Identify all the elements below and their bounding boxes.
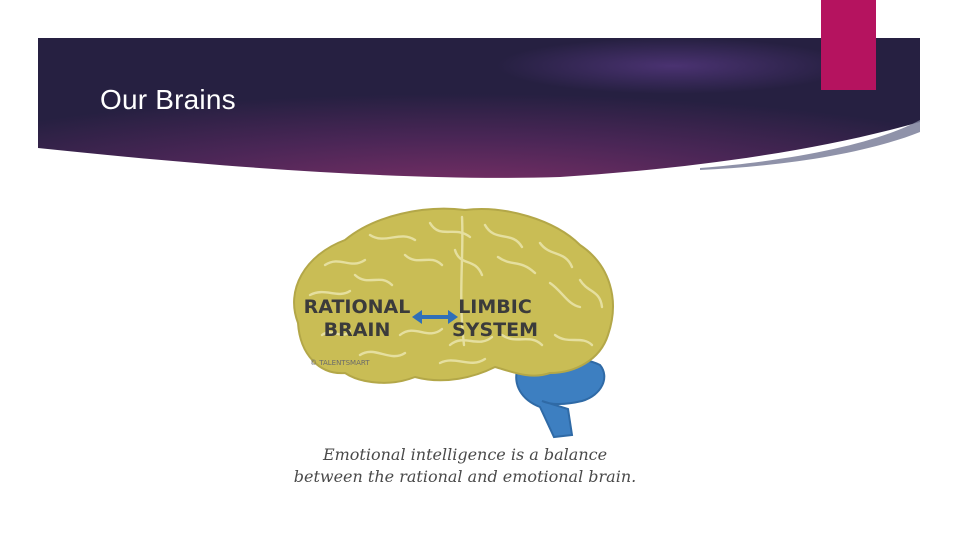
accent-tab	[821, 0, 876, 90]
rational-label-line2: BRAIN	[324, 319, 391, 341]
brain-illustration: RATIONAL BRAIN LIMBIC SYSTEM © TALENTSMA…	[250, 195, 680, 445]
slide-title: Our Brains	[100, 84, 236, 116]
watermark: © TALENTSMART	[310, 359, 370, 367]
limbic-label-line1: LIMBIC	[458, 296, 532, 318]
figure-caption: Emotional intelligence is a balance betw…	[250, 444, 680, 488]
rational-label-line1: RATIONAL	[304, 296, 411, 318]
caption-line-2: between the rational and emotional brain…	[250, 466, 680, 488]
limbic-label-line2: SYSTEM	[452, 319, 538, 341]
caption-line-1: Emotional intelligence is a balance	[250, 444, 680, 466]
